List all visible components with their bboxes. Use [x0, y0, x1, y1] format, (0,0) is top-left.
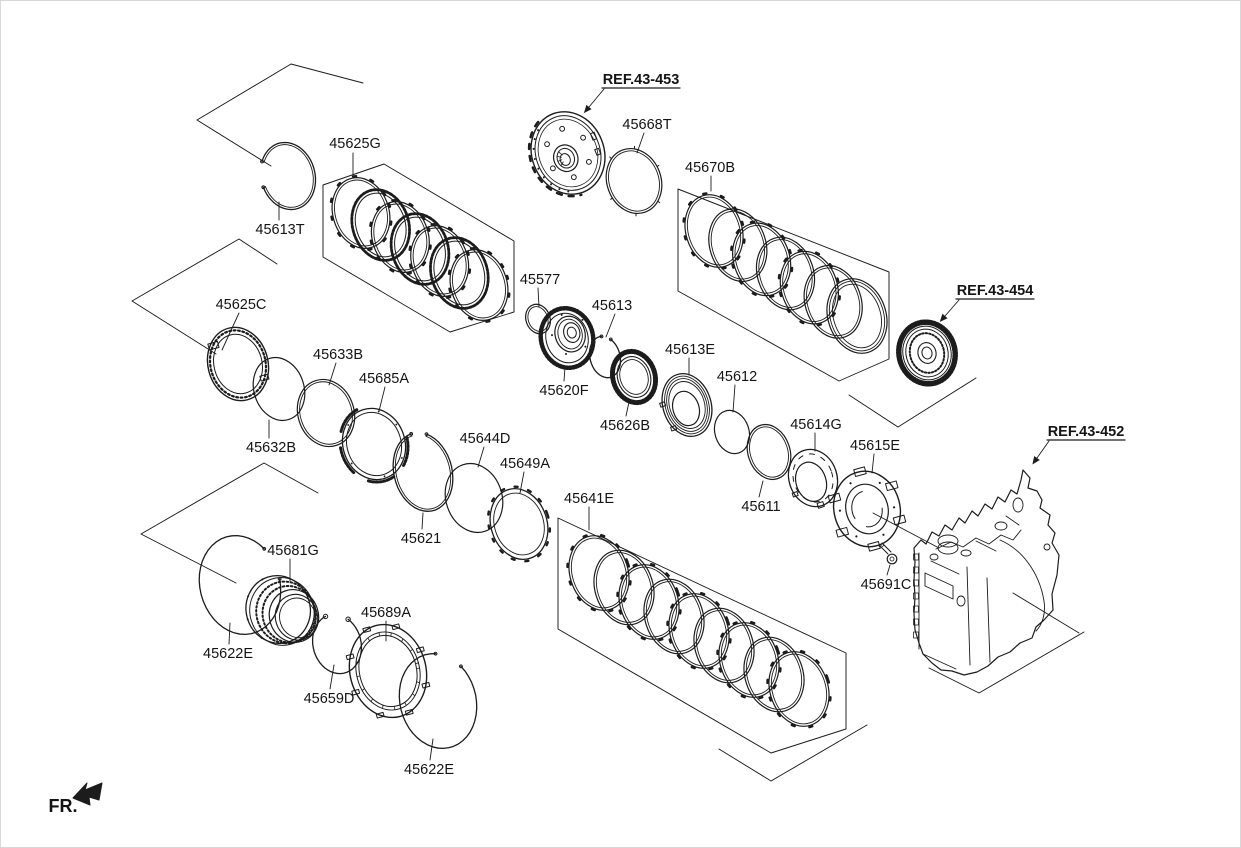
part-45649a-lugged-ring — [486, 485, 552, 563]
part-label-ref-43-452: REF.43-452 — [1048, 424, 1125, 440]
part-45625c-brake-ring — [206, 326, 270, 402]
front-direction-label: FR. — [49, 796, 78, 816]
part-45632b-ring — [252, 357, 306, 421]
corner-lower-left — [140, 462, 319, 584]
line-45615e-to-case — [872, 512, 940, 549]
part-labels: 45625G 45613T REF.43-453 45668T 45670B 45625C… — [203, 72, 1124, 778]
part-label-45622e: 45622E — [404, 762, 454, 778]
line-case-face — [1012, 592, 1080, 634]
part-label-45612: 45612 — [717, 369, 757, 385]
part-label-45689a: 45689A — [361, 605, 411, 621]
corner-under-gear — [848, 377, 977, 428]
leader-lines — [221, 87, 1126, 761]
part-label-45649a: 45649A — [500, 456, 550, 472]
part-45621-snap-ring — [392, 431, 454, 512]
corner-bottom-center — [718, 724, 868, 782]
part-45626b-toothed-ring — [609, 348, 659, 406]
part-ref-43-452-transaxle-case — [913, 469, 1060, 676]
part-label-45615e: 45615E — [850, 438, 900, 454]
part-label-45620f: 45620F — [539, 383, 588, 399]
part-label-ref-43-453: REF.43-453 — [603, 72, 680, 88]
group-box-45625g — [322, 163, 515, 333]
part-45611-seal-ring — [746, 423, 792, 481]
part-label-45613e: 45613E — [665, 342, 715, 358]
corner-marks — [131, 63, 1085, 782]
direction-indicator: FR. — [49, 782, 103, 816]
part-label-45659d: 45659D — [304, 691, 355, 707]
group-box-45670b — [677, 188, 890, 382]
part-label-45622e: 45622E — [203, 646, 253, 662]
part-45685a-toothed-plate — [339, 407, 410, 484]
part-ref-43-453-drive-plate — [527, 111, 606, 198]
part-label-45668t: 45668T — [622, 117, 671, 133]
part-45644d-ring — [444, 463, 504, 533]
corner-mid-left — [131, 238, 278, 355]
part-45625g-clutch-disc-pack — [329, 174, 511, 324]
part-label-ref-43-454: REF.43-454 — [957, 283, 1034, 299]
leader-arrowhead — [939, 313, 948, 323]
part-45615e-retainer — [827, 466, 907, 552]
part-45612-seal-ring — [713, 409, 751, 455]
part-45668t-ring — [605, 145, 663, 217]
part-label-45670b: 45670B — [685, 160, 735, 176]
part-label-45613t: 45613T — [255, 222, 304, 238]
group-boxes — [322, 163, 890, 754]
part-45641e-brake-disc-pack — [566, 533, 832, 729]
part-45659d-snap-ring — [311, 613, 363, 675]
part-label-45633b: 45633B — [313, 347, 363, 363]
part-label-45685a: 45685A — [359, 371, 409, 387]
part-label-45625g: 45625G — [329, 136, 381, 152]
part-45633b-ring — [296, 378, 356, 448]
part-label-45691c: 45691C — [861, 577, 912, 593]
part-45691c-bolt — [877, 542, 898, 565]
part-45613t-snap-ring — [260, 141, 317, 211]
part-label-45644d: 45644D — [460, 431, 511, 447]
part-label-45621: 45621 — [401, 531, 441, 547]
part-45613e-piston — [659, 373, 713, 437]
part-45577-thrust-washer — [525, 303, 551, 335]
part-label-45613: 45613 — [592, 298, 632, 314]
part-label-45632b: 45632B — [246, 440, 296, 456]
corner-top-left — [196, 63, 364, 167]
part-label-45611: 45611 — [741, 499, 780, 515]
part-45620f-gear-hub — [538, 306, 596, 370]
part-label-45626b: 45626B — [600, 418, 650, 434]
part-label-45577: 45577 — [520, 272, 560, 288]
part-ref-43-454-converter-drive-gear — [896, 319, 958, 387]
leader-arrowhead — [583, 104, 592, 114]
part-45689a-annulus-gear — [345, 623, 431, 719]
part-label-45641e: 45641E — [564, 491, 614, 507]
front-direction-arrow-icon — [72, 782, 103, 806]
part-45622e-snap-ring-b — [398, 651, 478, 750]
group-box-45641e — [557, 517, 847, 754]
corner-under-case — [928, 631, 1085, 694]
part-label-45614g: 45614G — [790, 417, 842, 433]
part-label-45681g: 45681G — [267, 543, 319, 559]
part-45614g-one-way-clutch — [787, 448, 839, 509]
leader-arrowhead — [1032, 456, 1040, 465]
part-45622e-snap-ring-a — [198, 535, 282, 636]
part-45670b-brake-disc-pack — [682, 192, 888, 354]
part-label-45625c: 45625C — [216, 297, 267, 313]
